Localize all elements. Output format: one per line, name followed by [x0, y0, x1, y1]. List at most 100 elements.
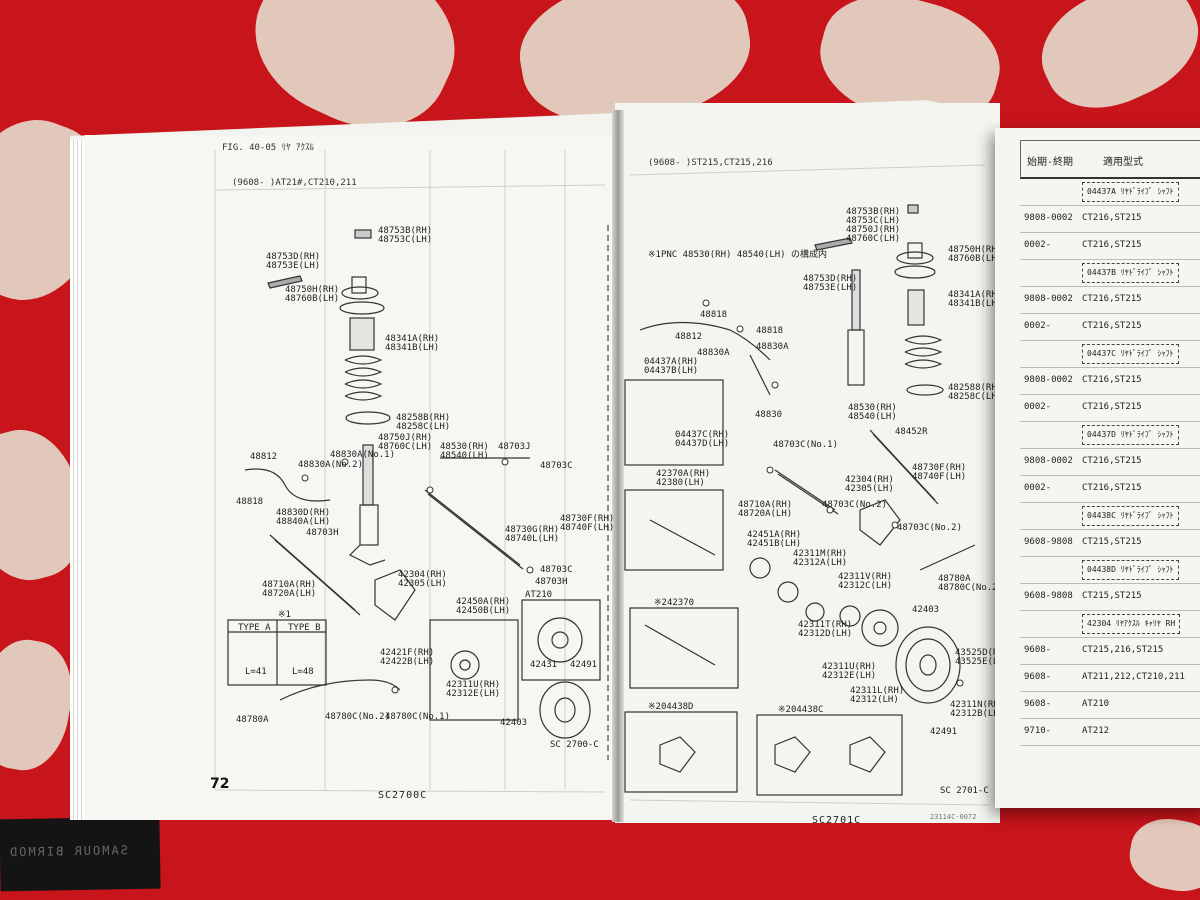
part-label: 48341B(LH) [948, 299, 1003, 309]
row-models: AT210 [1082, 699, 1110, 709]
part-label: 48780C(No.1) [385, 712, 451, 722]
part-label: 42311N(RH) [950, 700, 1005, 710]
table-page [995, 128, 1200, 808]
part-label: 48753B(RH) [378, 226, 433, 236]
part-label: 48830A [756, 342, 789, 352]
part-label: 48540(LH) [440, 451, 489, 461]
part-label: 04437A(RH) [644, 357, 699, 367]
part-label: 48258C(LH) [948, 392, 1003, 402]
part-label: 42312E(LH) [822, 671, 877, 681]
row-models: CT216,ST215 [1082, 375, 1142, 385]
row-models: AT212 [1082, 726, 1110, 736]
table-row: 9710- AT212 [1020, 719, 1200, 746]
part-label: ※204438D [648, 702, 694, 712]
part-label: 48740L(LH) [505, 534, 560, 544]
table-row: 42304 ﾘﾔｱｸｽﾙ ｷｬﾘﾔ RH [1020, 611, 1200, 638]
table-row: 9608-AT210 [1020, 692, 1200, 719]
part-label: 42451B(LH) [747, 539, 802, 549]
table-row: 9608-AT211,212,CT210,211 [1020, 665, 1200, 692]
figure-title: FIG. 40-05 ﾘﾔ ｱｸｽﾙ [222, 143, 315, 153]
part-label: 42312B(LH) [950, 709, 1005, 719]
row-period: 0002- [1024, 483, 1052, 493]
part-label: 42403 [912, 605, 940, 615]
part-label: 48730G(RH) [505, 525, 560, 535]
row-period: 0002- [1024, 240, 1052, 250]
part-label: 48258B(RH) [396, 413, 451, 423]
part-label: 43525D(RH) [955, 648, 1010, 658]
table-row: 0002-CT216,ST215 [1020, 395, 1200, 422]
row-models: CT215,216,ST215 [1082, 645, 1164, 655]
row-period: 9808-0002 [1024, 456, 1073, 466]
part-label: 48780A [938, 574, 971, 584]
row-period: 9808-0002 [1024, 294, 1073, 304]
catalog-number: 23114C-0072 [930, 813, 977, 821]
part-label: 42312C(LH) [838, 581, 893, 591]
part-label: 42450A(RH) [456, 597, 511, 607]
part-label: 42421F(RH) [380, 648, 435, 658]
part-label: SC 2700-C [550, 740, 599, 750]
part-label: 42305(LH) [398, 579, 447, 589]
part-label: 42311M(RH) [793, 549, 848, 559]
part-label: 42491 [930, 727, 958, 737]
row-part-box: 04438D ﾘﾔﾄﾞﾗｲﾌﾞ ｼｬﾌﾄ [1082, 560, 1179, 580]
table-row: 04437C ﾘﾔﾄﾞﾗｲﾌﾞ ｼｬﾌﾄ [1020, 341, 1200, 368]
row-models: CT216,ST215 [1082, 294, 1142, 304]
row-period: 9608-9808 [1024, 591, 1073, 601]
part-label: 42304(RH) [398, 570, 447, 580]
part-label: 48703H [535, 577, 568, 587]
row-models: CT215,ST215 [1082, 537, 1142, 547]
table-row: 9608-9808 CT215,ST215 [1020, 584, 1200, 611]
row-period: 9608- [1024, 645, 1052, 655]
page-number: 72 [210, 776, 230, 792]
row-part-box: 04438C ﾘﾔﾄﾞﾗｲﾌﾞ ｼｬﾌﾄ [1082, 506, 1179, 526]
part-label: 48830A(No.2) [298, 460, 364, 470]
part-label: 42312D(LH) [798, 629, 853, 639]
header-models: 適用型式 [1103, 157, 1143, 168]
row-part-box: 42304 ﾘﾔｱｸｽﾙ ｷｬﾘﾔ RH [1082, 614, 1181, 634]
part-label: 48780C(No.2) [325, 712, 391, 722]
part-label: 48341B(LH) [385, 343, 440, 353]
part-label: 48703C [540, 461, 573, 471]
part-label: 48703C(No.2) [897, 523, 963, 533]
part-label: 48530(RH) [440, 442, 489, 452]
part-label: 42312(LH) [850, 695, 899, 705]
part-label: 48720A(LH) [262, 589, 317, 599]
part-label: 48760C(LH) [846, 234, 901, 244]
table-row: 04437B ﾘﾔﾄﾞﾗｲﾌﾞ ｼｬﾌﾄ [1020, 260, 1200, 287]
type-b-length: L=48 [292, 667, 314, 677]
part-label: 48730F(RH) [560, 514, 615, 524]
table-row: 0002-CT216,ST215 [1020, 314, 1200, 341]
part-label: 42491 [570, 660, 598, 670]
part-label: 48760B(LH) [948, 254, 1003, 264]
part-label: 48812 [250, 452, 278, 462]
table-row: 04437A ﾘﾔﾄﾞﾗｲﾌﾞ ｼｬﾌﾄ [1020, 179, 1200, 206]
part-label: 42311U(RH) [446, 680, 501, 690]
row-models: CT215,ST215 [1082, 591, 1142, 601]
left-applicability: (9608- )AT21#,CT210,211 [232, 178, 357, 188]
part-label: 48830D(RH) [276, 508, 331, 518]
part-label: 48703C(No.1) [773, 440, 839, 450]
part-label: ※242370 [654, 598, 695, 608]
part-label: 48530(RH) [848, 403, 897, 413]
part-label: 42304(RH) [845, 475, 894, 485]
row-period: 9608-9808 [1024, 537, 1073, 547]
row-part-box: 04437A ﾘﾔﾄﾞﾗｲﾌﾞ ｼｬﾌﾄ [1082, 182, 1179, 202]
part-label: 42311T(RH) [798, 620, 853, 630]
part-label: 48710A(RH) [738, 500, 793, 510]
part-label: 04437B(LH) [644, 366, 699, 376]
part-label: 42311V(RH) [838, 572, 893, 582]
part-label: 43525E(LH) [955, 657, 1010, 667]
part-label: 48750J(RH) [378, 433, 433, 443]
row-period: 9710- [1024, 726, 1052, 736]
row-period: 9808-0002 [1024, 213, 1073, 223]
part-label: 42370A(RH) [656, 469, 711, 479]
part-label: ※1 [278, 610, 291, 620]
right-page [615, 103, 1000, 823]
row-period: 9608- [1024, 672, 1052, 682]
part-label: 48341A(RH) [948, 290, 1003, 300]
type-a-length: L=41 [245, 667, 267, 677]
part-label: AT210 [525, 590, 553, 600]
part-label: 48703C(No.2) [822, 500, 888, 510]
